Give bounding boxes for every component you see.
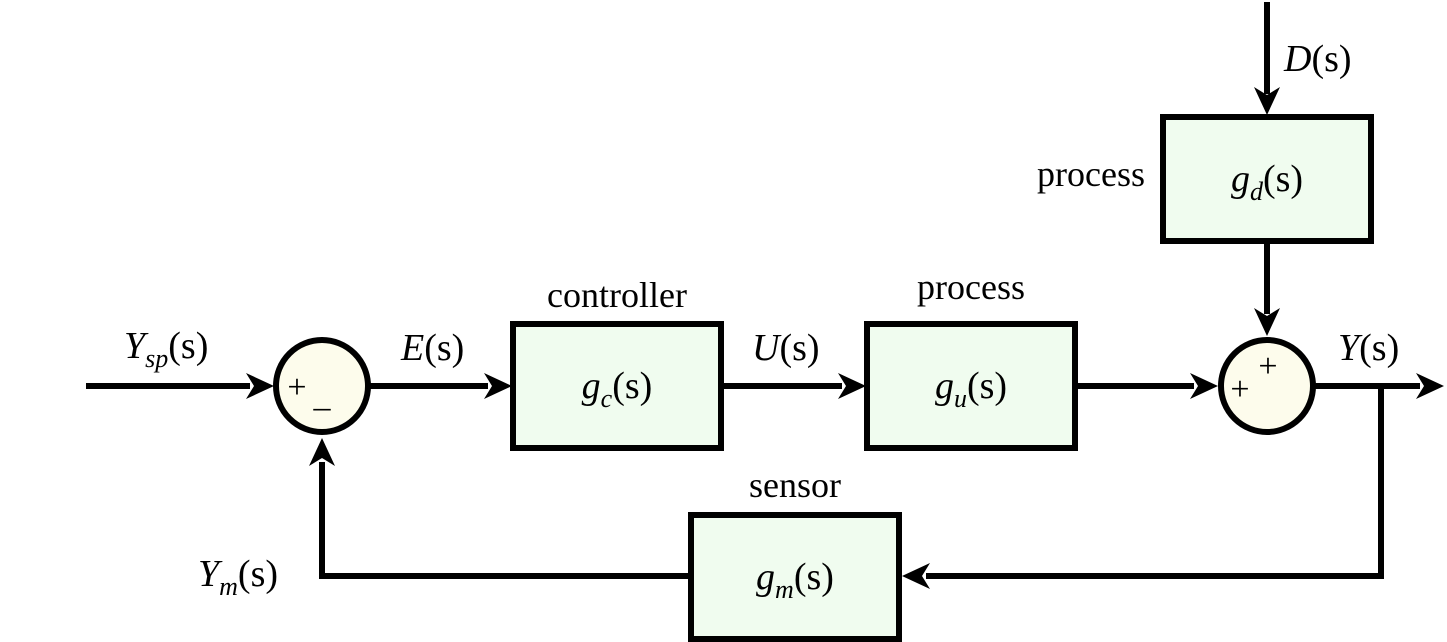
arrowhead-feedback <box>309 438 335 466</box>
arrowhead-error <box>484 373 512 399</box>
process-d-caption: process <box>1037 154 1145 194</box>
measured-output-label: Ym(s) <box>198 553 278 601</box>
process-d-box <box>1160 114 1374 244</box>
controller-caption: controller <box>547 275 687 315</box>
arrowhead-setpoint <box>246 373 274 399</box>
sensor-caption: sensor <box>749 465 841 505</box>
arrowhead-disturbance-sum <box>1254 308 1280 336</box>
sensor-block: sensor gm(s) <box>688 465 902 642</box>
wire-feedback-to-sensor <box>926 386 1384 579</box>
arrowhead-control <box>838 373 866 399</box>
process-u-block: process gu(s) <box>864 267 1078 451</box>
output-summing-junction: + + <box>1218 337 1316 435</box>
sensor-box <box>688 512 902 642</box>
arrowhead-sensor-in <box>902 563 930 589</box>
control-signal-label: U(s) <box>752 327 820 369</box>
arrowhead-disturbance <box>1254 87 1280 115</box>
process-u-caption: process <box>917 267 1025 307</box>
process-u-box <box>864 321 1078 451</box>
sensor-transfer-function: gm(s) <box>756 556 834 604</box>
process-u-transfer-function: gu(s) <box>935 365 1007 413</box>
process-d-block: process gd(s) <box>1037 114 1374 244</box>
error-summer-circle <box>273 337 371 435</box>
output-summer-top-plus-sign: + <box>1258 348 1277 385</box>
controller-box <box>510 321 724 451</box>
arrowhead-output <box>1416 373 1444 399</box>
output-label: Y(s) <box>1338 327 1399 369</box>
error-signal-label: E(s) <box>400 327 464 369</box>
arrowhead-process-out <box>1190 373 1218 399</box>
output-summer-left-plus-sign: + <box>1230 371 1249 408</box>
error-summing-junction: + _ <box>273 337 371 435</box>
controller-block: controller gc(s) <box>510 275 724 451</box>
wire-feedback-to-summer <box>319 462 690 579</box>
setpoint-label: Ysp(s) <box>124 325 208 373</box>
output-summer-circle <box>1218 337 1316 435</box>
error-summer-minus-sign: _ <box>313 377 332 414</box>
process-d-transfer-function: gd(s) <box>1231 158 1303 206</box>
controller-transfer-function: gc(s) <box>582 365 653 413</box>
disturbance-label: D(s) <box>1283 38 1352 80</box>
error-summer-plus-sign: + <box>287 369 306 406</box>
